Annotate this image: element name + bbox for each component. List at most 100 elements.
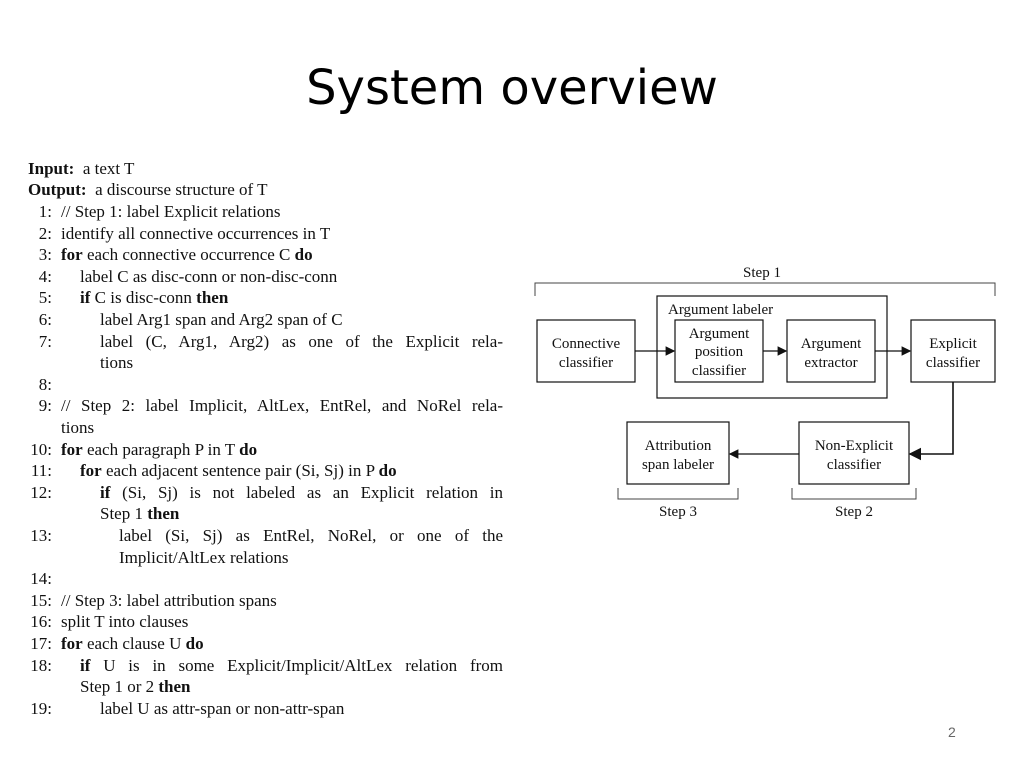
line-number: 11: <box>30 461 52 481</box>
connective-classifier-box <box>536 319 636 383</box>
step2-bracket <box>791 488 917 500</box>
line-text: // Step 3: label attribution spans <box>61 590 277 612</box>
algorithm-line: 7: label (C, Arg1, Arg2) as one of the Ex… <box>28 331 503 353</box>
non-explicit-classifier-text-1: Non-Explicit <box>815 438 894 454</box>
line-text: for each adjacent sentence pair (Si, Sj)… <box>80 460 397 482</box>
slide-title: System overview <box>306 60 718 116</box>
keyword: if <box>80 655 91 675</box>
argument-position-text-2: position <box>695 344 744 360</box>
line-text: label C as disc-conn or non-disc-conn <box>80 266 337 288</box>
algorithm-line: 13: label (Si, Sj) as EntRel, NoRel, or o… <box>28 525 503 547</box>
line-text: if (Si, Sj) is not labeled as an Explici… <box>100 482 503 504</box>
algorithm-line: 11: for each adjacent sentence pair (Si, … <box>28 460 503 482</box>
line-body: label (Si, Sj) as EntRel, NoRel, or one … <box>119 526 503 545</box>
line-number: 7: <box>38 331 52 351</box>
line-number: 8: <box>38 374 52 394</box>
algorithm-line: 15:// Step 3: label attribution spans <box>28 590 503 612</box>
line-body: tions <box>100 353 134 373</box>
algorithm-line: 5: if C is disc-conn then <box>28 287 503 309</box>
keyword: for <box>61 439 83 459</box>
line-number: 13: <box>30 526 52 545</box>
output-text: a discourse structure of T <box>95 180 268 199</box>
line-body: label (C, Arg1, Arg2) as one of the Expl… <box>100 331 503 351</box>
system-diagram: Step 1 Argument labeler Connective class… <box>530 258 1000 528</box>
connective-classifier-text-2: classifier <box>559 355 613 371</box>
line-number: 3: <box>38 245 52 265</box>
line-text: // Step 2: label Implicit, AltLex, EntRe… <box>61 395 503 417</box>
line-body: identify all connective occurrences in T <box>61 223 331 243</box>
algorithm-line: 16: split T into clauses <box>28 611 503 633</box>
line-body: split T into clauses <box>61 612 189 632</box>
keyword-end: then <box>196 288 229 308</box>
input-text: a text T <box>82 159 135 178</box>
keyword-end: do <box>185 634 204 653</box>
line-body: label C as disc-conn or non-disc-conn <box>80 266 338 286</box>
non-explicit-classifier-box <box>798 421 910 485</box>
line-number: 6: <box>38 310 52 329</box>
algorithm-line: 2:identify all connective occurrences in… <box>28 223 503 245</box>
line-number: 17: <box>30 634 52 653</box>
output-label: Output: <box>28 180 87 199</box>
non-explicit-classifier-text-2: classifier <box>827 457 881 473</box>
algorithm-output: Output: a discourse structure of T <box>28 179 503 201</box>
line-text: for each paragraph P in T do <box>61 439 257 461</box>
keyword-end: do <box>294 245 313 265</box>
line-body: // Step 2: label Implicit, AltLex, EntRe… <box>61 396 503 416</box>
algorithm-line: 10:for each paragraph P in T do <box>28 439 503 461</box>
line-body: C is disc-conn <box>94 288 192 308</box>
diagram-svg: Step 1 Argument labeler Connective class… <box>534 265 996 520</box>
line-text: Implicit/AltLex relations <box>119 547 289 569</box>
line-number: 12: <box>30 482 52 502</box>
line-number: 16: <box>30 612 52 632</box>
line-body: label U as attr-span or non-attr-span <box>100 698 345 718</box>
algorithm-line: 4: label C as disc-conn or non-disc-conn <box>28 266 503 288</box>
algorithm-input: Input: a text T <box>28 158 503 180</box>
line-text: for each clause U do <box>61 633 204 655</box>
algorithm-line: tions <box>28 352 503 374</box>
line-text: split T into clauses <box>61 611 188 633</box>
algorithm-line: 6: label Arg1 span and Arg2 span of C <box>28 309 503 331</box>
line-text: if C is disc-conn then <box>80 287 228 309</box>
connective-classifier-text-1: Connective <box>552 336 621 352</box>
argument-position-text-3: classifier <box>692 363 746 379</box>
line-text: Step 1 then <box>100 503 179 525</box>
keyword-end: do <box>378 461 397 481</box>
line-text: label (Si, Sj) as EntRel, NoRel, or one … <box>119 525 503 547</box>
line-number: 9: <box>38 396 52 416</box>
line-body: (Si, Sj) is not labeled as an Explicit r… <box>122 482 504 502</box>
line-text: // Step 1: label Explicit relations <box>61 201 281 223</box>
line-body: Step 1 <box>100 504 143 524</box>
step1-label: Step 1 <box>743 265 781 281</box>
arrow-explicit-to-nonexplicit <box>908 382 954 461</box>
step3-bracket <box>617 488 739 500</box>
line-number: 19: <box>30 698 52 718</box>
line-text: for each connective occurrence C do <box>61 244 313 266</box>
keyword: if <box>80 288 91 308</box>
line-number: 4: <box>38 266 52 286</box>
line-text: label U as attr-span or non-attr-span <box>100 698 344 720</box>
keyword-end: then <box>158 677 191 697</box>
line-number: 5: <box>38 288 52 308</box>
line-body: label Arg1 span and Arg2 span of C <box>100 310 343 329</box>
line-body: Step 1 or 2 <box>80 677 155 697</box>
keyword: for <box>80 461 102 481</box>
line-body: U is in some Explicit/Implicit/AltLex re… <box>103 655 503 675</box>
line-text: label (C, Arg1, Arg2) as one of the Expl… <box>100 331 503 353</box>
algorithm-line: 1:// Step 1: label Explicit relations <box>28 201 503 223</box>
attribution-span-labeler-text-1: Attribution <box>645 438 712 454</box>
line-text: Step 1 or 2 then <box>80 676 191 698</box>
algorithm-line: 8: <box>28 374 503 396</box>
step2-label: Step 2 <box>835 504 873 520</box>
line-body: Implicit/AltLex relations <box>119 547 289 567</box>
keyword-end: then <box>147 504 180 524</box>
algorithm-line: 3: for each connective occurrence C do <box>28 244 503 266</box>
keyword: for <box>61 245 83 265</box>
line-text: if U is in some Explicit/Implicit/AltLex… <box>80 655 503 677</box>
line-number: 14: <box>30 569 52 589</box>
attribution-span-labeler-text-2: span labeler <box>642 457 714 473</box>
line-body: // Step 3: label attribution spans <box>61 590 277 610</box>
keyword: if <box>100 482 111 502</box>
algorithm-line: Step 1 or 2 then <box>28 676 503 698</box>
argument-extractor-box <box>786 319 876 383</box>
